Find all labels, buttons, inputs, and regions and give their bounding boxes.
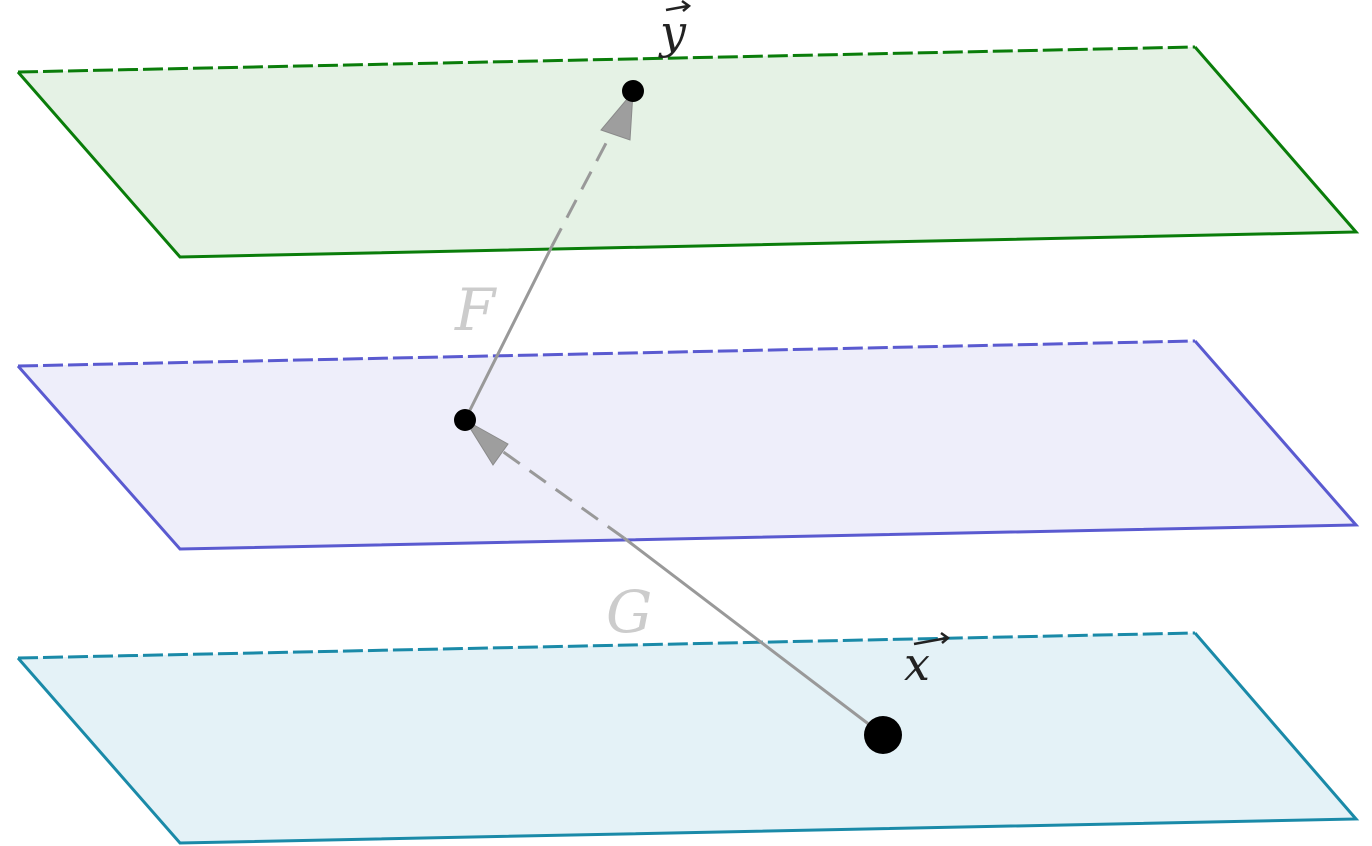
- bottom-plane-back-edge: [17, 631, 1196, 660]
- point-x: [864, 716, 902, 754]
- arrow-f-head: [600, 90, 634, 141]
- bottom-plane-fill: [18, 633, 1356, 843]
- label-vec-y-text: y: [658, 5, 687, 59]
- top-plane-fill: [18, 47, 1356, 257]
- top-plane-back-edge: [17, 45, 1196, 74]
- point-y: [622, 80, 644, 102]
- arrow-g-dashed-segment: [501, 449, 625, 540]
- vec-arrow-icon: [913, 631, 951, 646]
- label-vec-y: y: [658, 0, 692, 59]
- top-plane-front-edge: [16, 46, 1360, 259]
- middle-plane-back-edge: [17, 339, 1196, 368]
- middle-plane: [16, 339, 1360, 551]
- label-vec-x-text: x: [904, 637, 930, 691]
- arrow-f: [463, 90, 634, 421]
- middle-plane-fill: [18, 341, 1356, 549]
- arrow-f-dashed-segment: [550, 127, 616, 247]
- arrow-f-solid-segment: [463, 245, 554, 421]
- arrow-g-head: [464, 419, 509, 466]
- label-map-g: G: [606, 578, 652, 646]
- middle-plane-front-edge: [16, 340, 1360, 551]
- bottom-plane: [16, 631, 1360, 845]
- label-vec-x: x: [904, 631, 951, 691]
- bottom-plane-front-edge: [16, 632, 1360, 845]
- point-middle: [454, 409, 476, 431]
- label-map-f: F: [454, 276, 497, 344]
- arrow-g-solid-segment: [623, 536, 884, 737]
- arrow-g: [464, 419, 884, 737]
- vec-arrow-icon: [665, 0, 692, 12]
- top-plane: [16, 45, 1360, 259]
